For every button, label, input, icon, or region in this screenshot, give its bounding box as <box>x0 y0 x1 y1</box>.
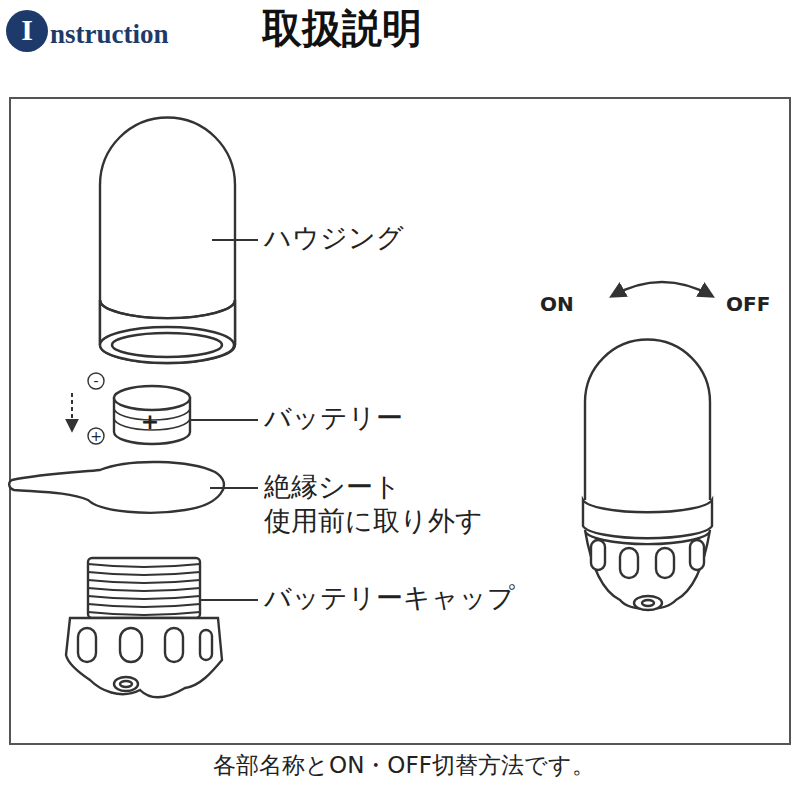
assembled-device <box>583 340 712 611</box>
polarity-sign: + <box>138 410 162 434</box>
switch-label: OFF <box>726 292 770 316</box>
header-badge <box>6 10 48 52</box>
part-name: バッテリーキャップ <box>264 582 515 614</box>
thread-line <box>88 588 200 591</box>
leader-lines <box>190 240 258 600</box>
thread-line <box>88 596 200 599</box>
thread-line <box>88 612 200 615</box>
header-word: nstruction <box>50 18 169 50</box>
battery <box>114 386 190 444</box>
switch-arrow <box>612 282 712 296</box>
part-name: バッテリー <box>264 402 403 434</box>
polarity-sign: - <box>86 371 106 391</box>
thread-line <box>88 564 200 567</box>
thread-line <box>88 572 200 575</box>
part-note: 絶縁シート 使用前に取り外す <box>264 470 514 538</box>
insert-arrow <box>71 393 73 430</box>
thread-line <box>88 604 200 607</box>
page-title: 取扱説明 <box>262 4 422 52</box>
caption: 各部名称とON・OFF切替方法です。 <box>4 752 800 780</box>
battery-cap <box>66 558 222 697</box>
polarity-sign: + <box>86 426 106 446</box>
thread-line <box>88 580 200 583</box>
insulation-sheet <box>9 462 224 513</box>
switch-label: ON <box>540 292 574 316</box>
badge-letter: I <box>7 10 47 50</box>
frame <box>10 98 790 744</box>
part-name: ハウジング <box>264 222 404 254</box>
